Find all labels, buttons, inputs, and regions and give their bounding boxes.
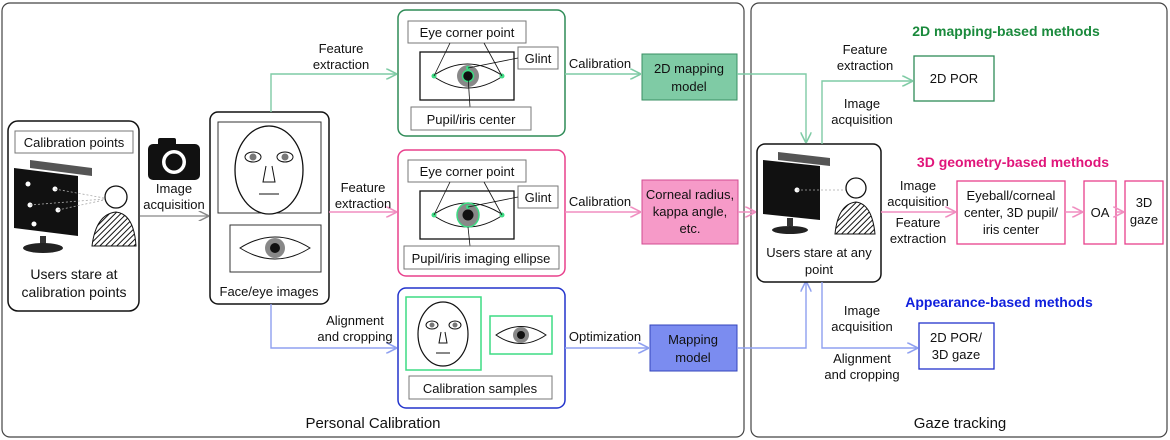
pupil-label-3d: Pupil/iris imaging ellipse	[412, 251, 551, 266]
gaze-user-box: Users stare at any point	[756, 143, 882, 283]
gaze-3d-fe-line2: extraction	[890, 231, 946, 246]
gaze-tracking-title: Gaze tracking	[914, 415, 1007, 432]
feature-extraction-3d-line2: extraction	[335, 196, 391, 211]
arrow-app-model-to-user	[737, 282, 806, 349]
output-app-box	[918, 322, 995, 370]
user-calibration-box: Calibration points Users stare at calibr…	[7, 120, 140, 312]
face-eye-images-box: Face/eye images	[209, 111, 330, 305]
gaze-2d-ia-line2: acquisition	[831, 112, 892, 127]
output-app-line2: 3D gaze	[932, 347, 980, 362]
arrow-gaze-app	[821, 282, 917, 348]
title-app-methods: Appearance-based methods	[905, 294, 1093, 310]
camera-icon	[148, 138, 200, 180]
personal-calibration-panel	[1, 2, 745, 438]
gaze-user-icon	[834, 177, 876, 235]
gaze-2d-fe-line2: extraction	[837, 58, 893, 73]
eye-diagram-2d	[431, 42, 519, 108]
eyeball-line1: Eyeball/corneal	[967, 188, 1056, 203]
oa-box	[1083, 180, 1117, 245]
feature-3d-box: Eye corner point Glint Pupil/iris imagin…	[397, 149, 566, 277]
calibration-label-2d: Calibration	[569, 56, 631, 71]
eyeball-line3: iris center	[983, 222, 1040, 237]
mapping-model-app: Mapping model	[649, 324, 738, 372]
face-eye-caption: Face/eye images	[220, 284, 319, 299]
model-3d-line3: etc.	[680, 221, 701, 236]
feature-extraction-3d-line1: Feature	[341, 180, 386, 195]
gaze-3d-fe-line1: Feature	[896, 215, 941, 230]
gaze-app-ac-line2: and cropping	[824, 367, 899, 382]
model-3d-line1: Corneal radius,	[646, 187, 734, 202]
eye-icon	[239, 236, 311, 260]
gaze-app-ia-line1: Image	[844, 303, 880, 318]
output-app-line1: 2D POR/	[930, 330, 982, 345]
gaze-user-line1: Users stare at any	[766, 245, 872, 260]
feature-extraction-2d-line1: Feature	[319, 41, 364, 56]
arrow-gaze-2d-feature	[821, 81, 912, 144]
gaze-3d-line1: 3D	[1136, 195, 1153, 210]
sample-eye-icon	[495, 326, 547, 344]
gaze-user-line2: point	[805, 262, 834, 277]
gaze-2d-ia-line1: Image	[844, 96, 880, 111]
gaze-3d-box	[1124, 180, 1164, 245]
alignment-line2: and cropping	[317, 329, 392, 344]
sample-face-icon	[417, 301, 469, 367]
monitor-icon	[14, 160, 105, 253]
arrow-alignment	[270, 304, 396, 348]
calibration-samples-label: Calibration samples	[423, 381, 538, 396]
pupil-label-2d: Pupil/iris center	[427, 112, 517, 127]
model-3d-line2: kappa angle,	[653, 204, 727, 219]
model-app-line2: model	[675, 350, 711, 365]
model-app-line1: Mapping	[668, 332, 718, 347]
acquisition-line1: Image	[156, 181, 192, 196]
glint-label-2d: Glint	[525, 51, 552, 66]
feature-2d-box: Eye corner point Glint Pupil/iris center	[397, 9, 566, 137]
gaze-3d-ia-line2: acquisition	[887, 194, 948, 209]
face-icon	[234, 125, 304, 215]
corneal-model-3d: Corneal radius, kappa angle, etc.	[641, 179, 739, 245]
eye-corner-label-3d: Eye corner point	[420, 164, 515, 179]
optimization-label: Optimization	[569, 329, 641, 344]
eyeball-box	[956, 180, 1066, 245]
glint-label-3d: Glint	[525, 190, 552, 205]
gaze-tracking-panel	[750, 2, 1168, 438]
oa-label: OA	[1091, 205, 1110, 220]
output-2d-label: 2D POR	[930, 71, 978, 86]
output-2d-box	[913, 55, 995, 102]
personal-calibration-title: Personal Calibration	[305, 415, 440, 432]
acquisition-line2: acquisition	[143, 197, 204, 212]
gaze-3d-ia-line1: Image	[900, 178, 936, 193]
arrow-2d-feature	[270, 74, 396, 112]
gaze-monitor-icon	[763, 152, 846, 234]
eye-corner-label-2d: Eye corner point	[420, 25, 515, 40]
gaze-app-ac-line1: Alignment	[833, 351, 891, 366]
user-caption-line1: Users stare at	[30, 266, 117, 282]
user-icon	[91, 185, 137, 247]
title-2d-methods: 2D mapping-based methods	[912, 23, 1100, 39]
calibration-points-label: Calibration points	[24, 135, 125, 150]
mapping-model-2d: 2D mapping model	[641, 53, 738, 101]
arrow-2d-model-to-user	[737, 73, 806, 142]
title-3d-methods: 3D geometry-based methods	[917, 154, 1109, 170]
eye-diagram-3d	[431, 181, 519, 247]
feature-extraction-2d-line2: extraction	[313, 57, 369, 72]
calibration-samples-box: Calibration samples	[397, 287, 566, 409]
alignment-line1: Alignment	[326, 313, 384, 328]
gaze-app-ia-line2: acquisition	[831, 319, 892, 334]
gaze-2d-fe-line1: Feature	[843, 42, 888, 57]
eyeball-line2: center, 3D pupil/	[964, 205, 1058, 220]
model-2d-line1: 2D mapping	[654, 61, 724, 76]
model-2d-line2: model	[671, 79, 707, 94]
calibration-label-3d: Calibration	[569, 194, 631, 209]
user-caption-line2: calibration points	[21, 284, 126, 300]
gaze-3d-line2: gaze	[1130, 212, 1158, 227]
